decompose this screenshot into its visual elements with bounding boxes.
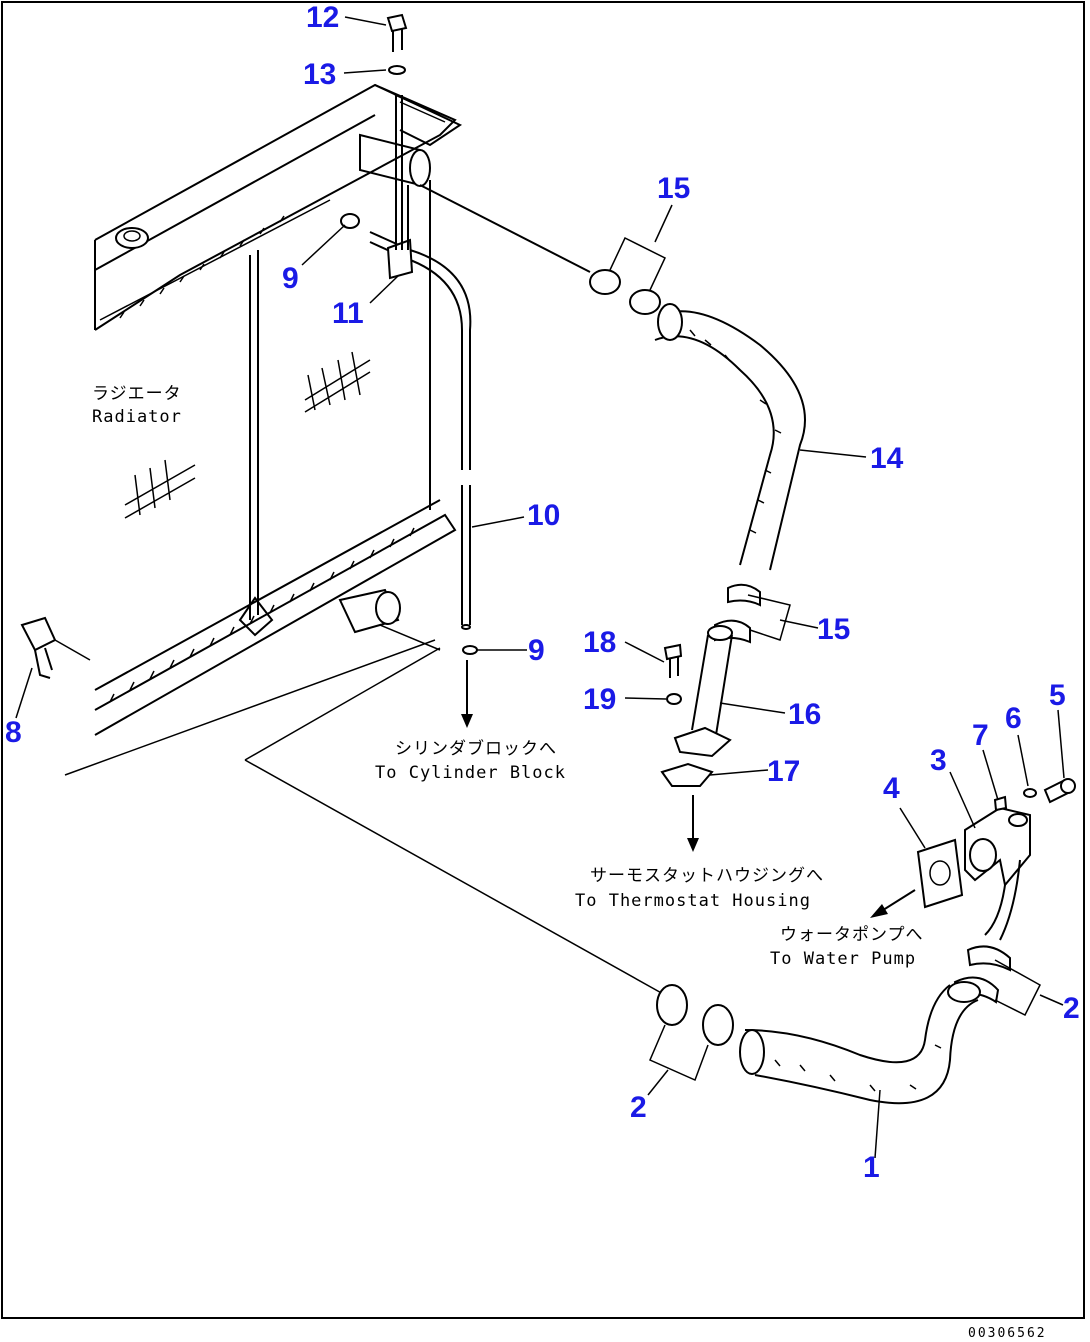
callout-7: 7 — [972, 719, 989, 752]
captions: ラジエータ Radiator シリンダブロックへ To Cylinder Blo… — [92, 384, 1047, 1341]
bolt-5 — [1043, 778, 1076, 804]
clamps-2-left — [649, 984, 734, 1082]
drawing-code: 00306562 — [968, 1326, 1047, 1341]
radiator-drawing — [64, 83, 666, 996]
clamp-9-lower — [462, 645, 478, 655]
housing-3 — [964, 806, 1031, 941]
caption-waterpump-en: To Water Pump — [770, 949, 916, 969]
callout-5: 5 — [1049, 679, 1066, 712]
callout-3: 3 — [930, 744, 947, 777]
caption-radiator-jp: ラジエータ — [92, 384, 182, 404]
washer-6 — [1023, 788, 1037, 798]
callout-10: 10 — [527, 499, 560, 532]
callout-9-lower: 9 — [528, 634, 545, 667]
callout-15-lower: 15 — [817, 613, 850, 646]
drawing-frame — [1, 1, 1085, 1319]
clamp-9-upper — [340, 213, 360, 229]
caption-cylinder-en: To Cylinder Block — [375, 763, 566, 783]
callout-2-right: 2 — [1063, 992, 1080, 1025]
callout-6: 6 — [1005, 702, 1022, 735]
clamps-2-right — [953, 945, 1041, 1017]
leader-lines — [15, 16, 1065, 1159]
caption-cylinder-jp: シリンダブロックへ — [395, 738, 557, 759]
caption-radiator-en: Radiator — [92, 407, 182, 427]
clamps-15-upper — [589, 236, 666, 315]
callout-12: 12 — [306, 1, 339, 34]
callouts: 1 2 2 3 4 5 6 7 8 9 9 10 11 12 13 14 15 … — [5, 1, 1080, 1184]
callout-2-left: 2 — [630, 1091, 647, 1124]
bolt-18 — [663, 643, 683, 678]
callout-13: 13 — [303, 58, 336, 91]
callout-18: 18 — [583, 626, 616, 659]
caption-waterpump-jp: ウォータポンプへ — [780, 925, 924, 945]
pipe-16 — [673, 625, 733, 758]
callout-14: 14 — [870, 442, 904, 475]
callout-9-upper: 9 — [282, 262, 299, 295]
callout-8: 8 — [5, 716, 22, 749]
callout-1: 1 — [863, 1151, 880, 1184]
callout-4: 4 — [883, 772, 900, 805]
callout-19: 19 — [583, 683, 616, 716]
callout-17: 17 — [767, 755, 800, 788]
washer-13 — [388, 65, 406, 75]
hose-1 — [739, 981, 981, 1105]
bolt-12 — [386, 13, 408, 52]
caption-thermostat-en: To Thermostat Housing — [575, 891, 811, 911]
pipe-10 — [369, 95, 472, 630]
callout-15-upper: 15 — [657, 172, 690, 205]
spacer-7 — [993, 795, 1008, 812]
callout-11: 11 — [332, 297, 364, 330]
callout-16: 16 — [788, 698, 821, 731]
caption-thermostat-jp: サーモスタットハウジングへ — [590, 866, 824, 886]
washer-19 — [666, 693, 682, 705]
flow-arrows — [461, 660, 916, 918]
part-8 — [20, 616, 91, 679]
hose-14 — [654, 303, 806, 571]
gasket-4 — [916, 838, 964, 909]
gasket-17 — [660, 762, 714, 787]
